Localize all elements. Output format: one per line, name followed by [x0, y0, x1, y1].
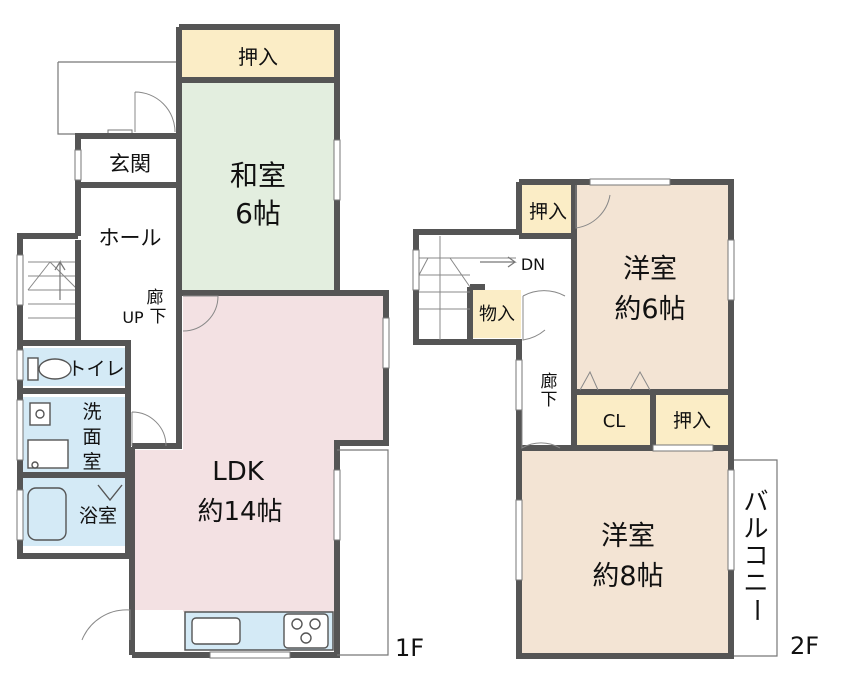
- 2f-outer-wall: [413, 179, 734, 659]
- label-floor-1f: 1F: [395, 634, 424, 662]
- label-monoire: 物入: [479, 304, 515, 325]
- label-ldk: LDK: [212, 457, 265, 487]
- porch-outline: [57, 61, 182, 135]
- cl: [576, 395, 652, 445]
- ldk: [132, 296, 383, 612]
- label-youshitsu-8-size: 約8帖: [592, 561, 663, 592]
- stair-1f: [23, 240, 81, 343]
- fixtures-1f: [27, 357, 329, 649]
- oshiire-2f: [656, 395, 728, 445]
- label-up: UP: [122, 308, 144, 327]
- label-rouka-2f-b: 下: [541, 390, 558, 410]
- youshitsu-8: [522, 450, 728, 653]
- label-oshiire-2f: 押入: [673, 410, 711, 432]
- balcony-char: コ: [743, 541, 768, 570]
- monoire: [473, 290, 521, 338]
- doors-2f: [521, 185, 651, 449]
- balcony-char: ー: [742, 597, 771, 622]
- label-genkan: 玄関: [109, 152, 151, 176]
- 1f-terrace-outline: [337, 449, 389, 656]
- label-youshitsu-6: 洋室: [623, 254, 677, 285]
- balcony-char: ル: [743, 514, 768, 543]
- label-youshitsu-8: 洋室: [601, 521, 655, 552]
- label-hall: ホール: [99, 226, 162, 250]
- washitsu: [182, 82, 334, 290]
- doors-1f: [81, 91, 219, 641]
- 1f-interior-walls: [20, 77, 337, 556]
- stair-2f: [418, 236, 517, 340]
- windows-2f: [412, 178, 735, 581]
- label-washitsu: 和室: [230, 159, 286, 192]
- label-balcony: バ ル コ ニ ー: [742, 487, 771, 623]
- label-senmen-a: 洗: [82, 401, 101, 423]
- label-floor-2f: 2F: [790, 632, 819, 660]
- windows-1f: [16, 139, 390, 659]
- balcony-outline: [734, 459, 778, 657]
- balcony-char: ニ: [743, 568, 768, 597]
- youshitsu-6: [576, 185, 728, 390]
- label-cl: CL: [603, 411, 626, 432]
- label-oshiire-2f-top: 押入: [529, 201, 567, 223]
- floor-2: 押入 DN 物入 洋室 約6帖 廊 下 CL 押入 洋室 約8帖 バ ル コ ニ…: [412, 178, 819, 660]
- label-youshitsu-6-size: 約6帖: [614, 294, 685, 325]
- label-toilet: トイレ: [67, 358, 124, 380]
- label-senmen-c: 室: [82, 451, 101, 473]
- floor-1: 押入 和室 6帖 玄関 ホール 廊 下 UP トイレ 洗 面 室 浴室 LDK …: [16, 24, 424, 662]
- label-rouka-1f-a: 廊: [147, 288, 164, 308]
- label-rouka-2f-a: 廊: [541, 372, 558, 392]
- oshiire-1f: [182, 30, 334, 78]
- oshiire-2f-top: [522, 185, 572, 233]
- label-senmen-b: 面: [82, 426, 101, 448]
- label-washitsu-size: 6帖: [235, 197, 281, 230]
- 2f-interior-walls: [467, 182, 731, 451]
- label-oshiire-1f: 押入: [238, 45, 278, 69]
- balcony-char: バ: [743, 487, 768, 516]
- label-dn: DN: [521, 255, 545, 274]
- label-ldk-size: 約14帖: [197, 497, 282, 527]
- label-yokushitsu: 浴室: [79, 505, 117, 527]
- label-rouka-1f-b: 下: [150, 307, 167, 327]
